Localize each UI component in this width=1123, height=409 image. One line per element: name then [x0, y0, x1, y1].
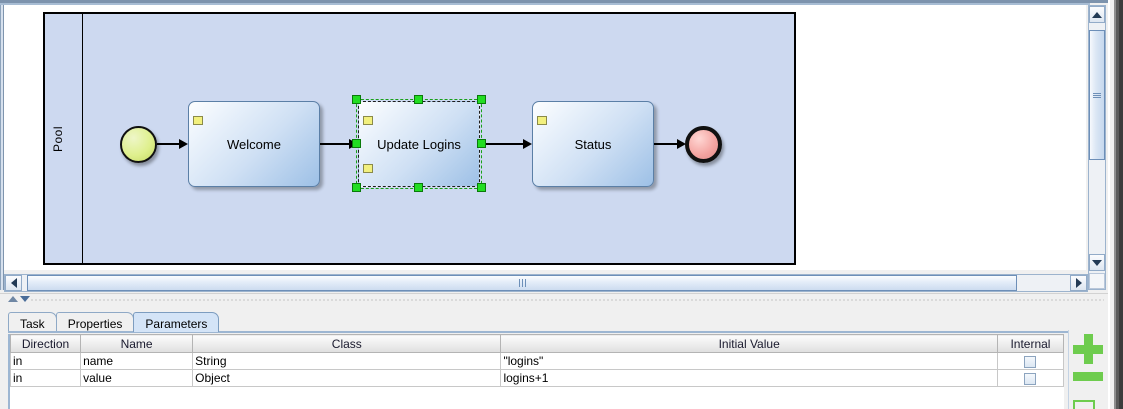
connector-start-to-welcome[interactable] — [157, 143, 181, 145]
scroll-down-button[interactable] — [1089, 254, 1105, 271]
splitter-grip-dots — [30, 298, 1104, 301]
start-event-node[interactable] — [120, 126, 157, 163]
table-row[interactable]: in value Object logins+1 — [9, 369, 1065, 387]
task-label-status: Status — [574, 136, 612, 152]
selection-handle-top-right[interactable] — [477, 95, 486, 104]
column-header-internal[interactable]: Internal — [996, 334, 1065, 353]
third-action-button[interactable] — [1073, 400, 1095, 409]
arrowhead-start-to-welcome — [179, 139, 188, 149]
parameter-actions-panel — [1068, 330, 1109, 409]
cell-name[interactable]: value — [80, 369, 194, 387]
tab-task[interactable]: Task — [8, 312, 57, 332]
port-marker-icon — [537, 116, 547, 125]
grip-line — [518, 279, 520, 287]
arrowhead-update-to-status — [523, 139, 532, 149]
cell-initial-value[interactable]: logins+1 — [500, 369, 998, 387]
port-marker-icon — [363, 116, 373, 125]
selection-handle-middle-left[interactable] — [352, 139, 361, 148]
window-left-border — [0, 5, 4, 290]
internal-checkbox[interactable] — [1024, 355, 1037, 368]
table-row[interactable]: in name String "logins" — [9, 352, 1065, 370]
tab-parameters[interactable]: Parameters — [133, 312, 220, 332]
canvas-horizontal-scrollbar[interactable] — [4, 274, 1088, 292]
internal-checkbox[interactable] — [1024, 372, 1037, 385]
selection-handle-bottom-right[interactable] — [477, 183, 486, 192]
scroll-right-button[interactable] — [1070, 275, 1087, 291]
task-node-update-logins[interactable]: Update Logins — [358, 101, 480, 187]
cell-direction[interactable]: in — [9, 369, 82, 387]
task-label-welcome: Welcome — [227, 136, 281, 152]
grip-line — [524, 279, 526, 287]
arrowhead-status-to-end — [677, 139, 686, 149]
cell-internal[interactable] — [996, 369, 1065, 387]
end-event-node[interactable] — [685, 126, 722, 163]
selection-handle-top-center[interactable] — [414, 95, 423, 104]
port-marker-icon — [193, 116, 203, 125]
horizontal-scrollbar-thumb[interactable] — [27, 275, 1017, 291]
column-header-direction[interactable]: Direction — [9, 334, 82, 353]
bottom-panel: Task Properties Parameters Direction Nam… — [0, 304, 1108, 409]
triangle-up-icon — [1092, 11, 1102, 18]
selection-handle-top-left[interactable] — [352, 95, 361, 104]
window-right-border — [1108, 0, 1123, 409]
grip-line — [521, 279, 523, 287]
triangle-up-icon[interactable] — [8, 296, 18, 302]
selection-handle-middle-right[interactable] — [477, 139, 486, 148]
plus-icon — [1084, 334, 1093, 364]
tab-bar-underline — [8, 331, 1093, 333]
table-header-row: Direction Name Class Initial Value Inter… — [9, 334, 1065, 353]
task-label-update-logins: Update Logins — [377, 136, 461, 152]
pool-label: Pool — [51, 125, 65, 152]
connector-status-to-end[interactable] — [654, 143, 682, 145]
connector-update-to-status[interactable] — [481, 143, 525, 145]
scroll-up-button[interactable] — [1089, 6, 1105, 23]
scrollbar-corner — [1089, 273, 1105, 289]
grip-line — [1093, 94, 1101, 96]
triangle-down-icon — [1092, 259, 1102, 266]
parameters-table-container[interactable]: Direction Name Class Initial Value Inter… — [8, 334, 1065, 409]
connector-welcome-to-update[interactable] — [320, 143, 352, 145]
port-marker-icon — [363, 164, 373, 173]
grip-line — [1093, 96, 1101, 98]
task-node-status[interactable]: Status — [532, 101, 654, 187]
cell-name[interactable]: name — [80, 352, 194, 370]
add-parameter-button[interactable] — [1073, 334, 1103, 364]
remove-parameter-button[interactable] — [1073, 372, 1103, 381]
column-header-class[interactable]: Class — [192, 334, 502, 353]
canvas-vertical-scrollbar[interactable] — [1088, 5, 1106, 290]
cell-class[interactable]: Object — [192, 369, 502, 387]
cell-internal[interactable] — [996, 352, 1065, 370]
scroll-left-button[interactable] — [5, 275, 22, 291]
selection-handle-bottom-center[interactable] — [414, 183, 423, 192]
parameters-table: Direction Name Class Initial Value Inter… — [9, 334, 1065, 387]
grip-line — [1093, 92, 1101, 94]
vertical-scrollbar-thumb[interactable] — [1089, 30, 1105, 160]
panel-splitter[interactable] — [0, 293, 1108, 305]
selection-handle-bottom-left[interactable] — [352, 183, 361, 192]
cell-initial-value[interactable]: "logins" — [500, 352, 998, 370]
diagram-canvas[interactable]: Pool Welcome Update Logins — [4, 5, 1086, 270]
column-header-name[interactable]: Name — [80, 334, 194, 353]
cell-direction[interactable]: in — [9, 352, 82, 370]
triangle-left-icon — [10, 278, 17, 288]
tab-properties[interactable]: Properties — [55, 312, 135, 332]
task-node-welcome[interactable]: Welcome — [188, 101, 320, 187]
pool-lane-divider — [82, 14, 83, 263]
cell-class[interactable]: String — [192, 352, 502, 370]
window-top-border-inner — [0, 3, 1090, 5]
tab-bar: Task Properties Parameters — [8, 311, 220, 332]
column-header-initial-value[interactable]: Initial Value — [500, 334, 998, 353]
triangle-down-icon[interactable] — [20, 296, 30, 302]
triangle-right-icon — [1075, 278, 1082, 288]
window-top-border — [0, 0, 1123, 3]
